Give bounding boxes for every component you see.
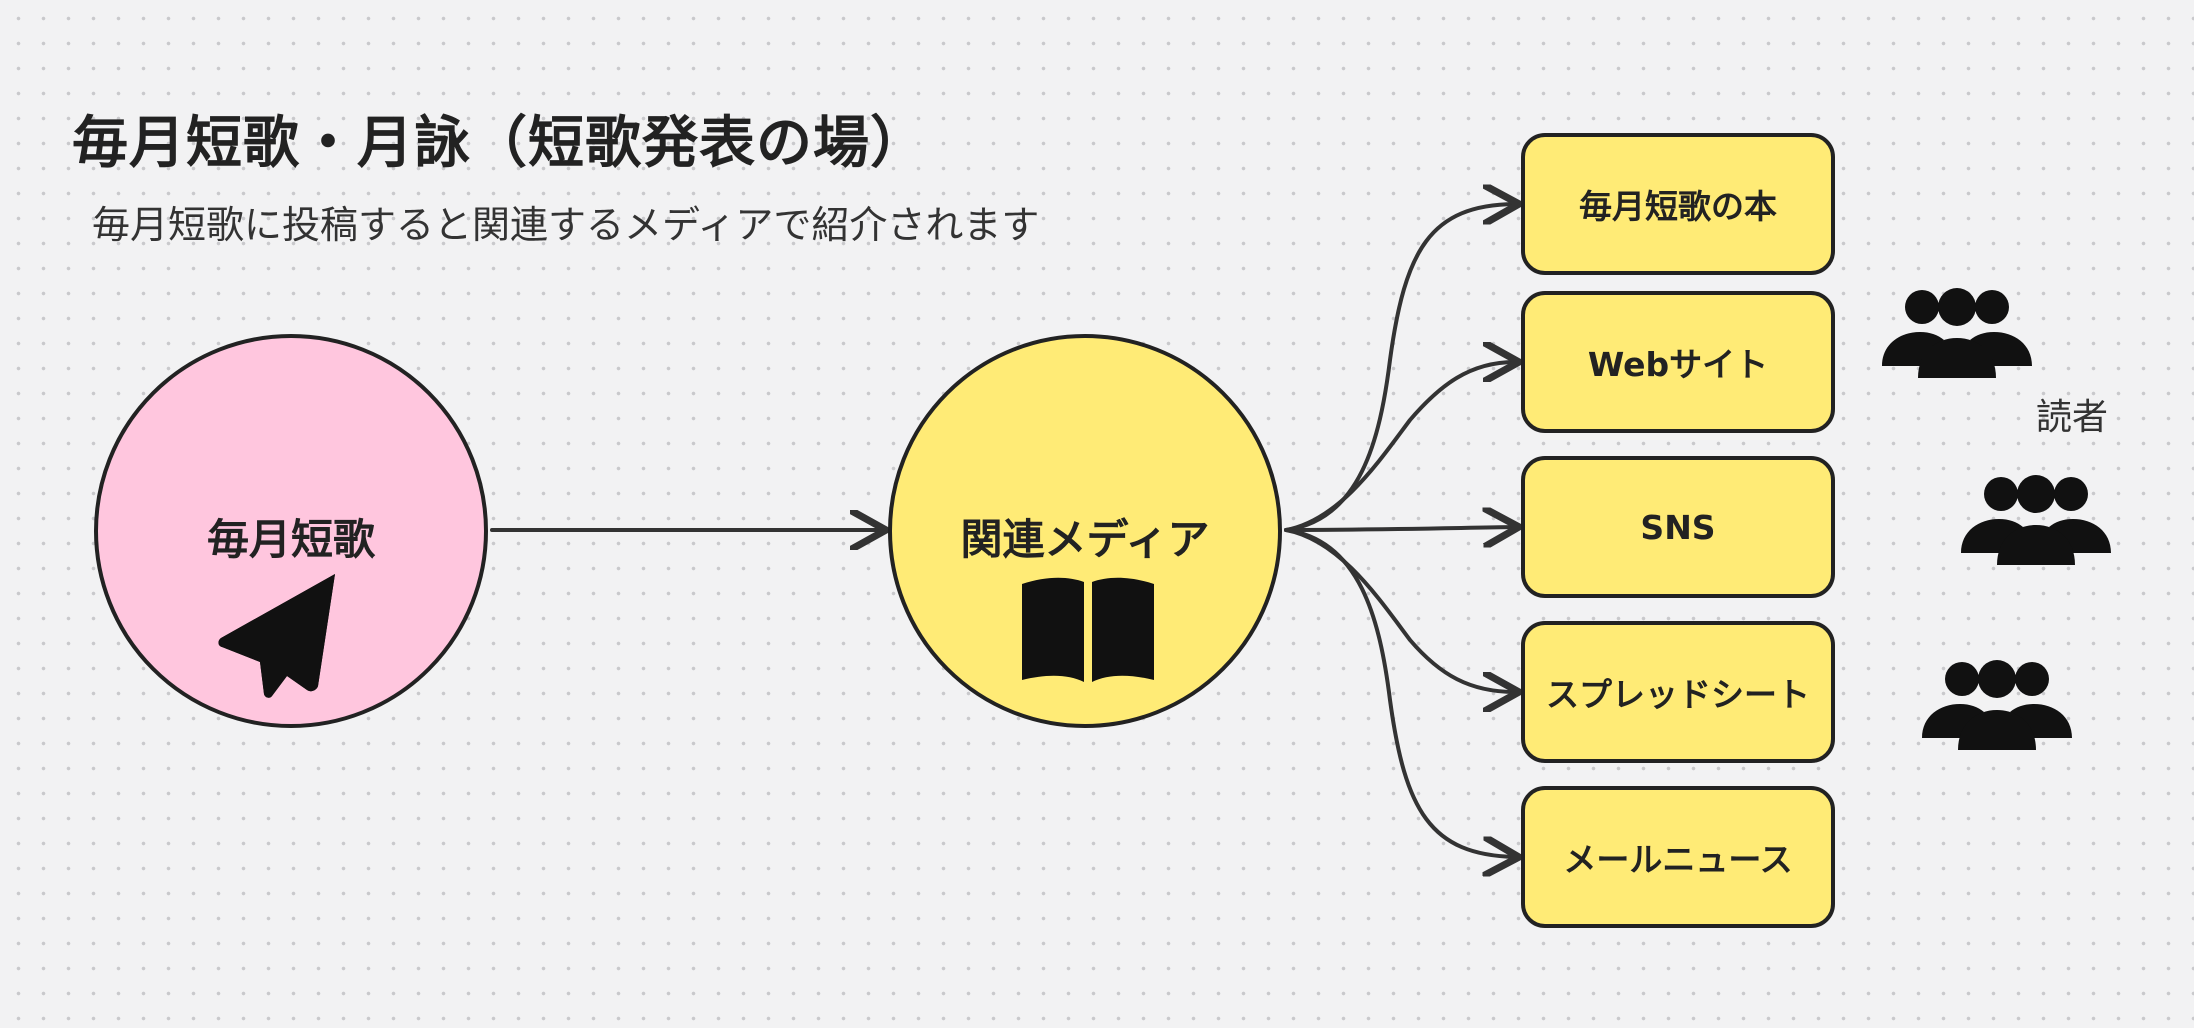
readers-label: 読者 — [2036, 397, 2109, 438]
arrow-media-to-sns — [1284, 527, 1515, 530]
diagram-title: 毎月短歌・月詠（短歌発表の場） — [72, 111, 927, 176]
output-box-mailnews: メールニュース — [1521, 786, 1835, 928]
people-group-icon — [1882, 288, 2032, 378]
arrow-media-to-website — [1284, 362, 1515, 532]
output-box-website: Webサイト — [1521, 291, 1835, 433]
paper-plane-icon — [218, 574, 335, 698]
arrow-media-to-spreadsheet — [1284, 528, 1515, 692]
source-node-label: 毎月短歌 — [206, 515, 375, 564]
source-node: 毎月短歌 — [94, 334, 488, 728]
people-group-icon — [1922, 660, 2072, 750]
people-group-icon — [1961, 475, 2111, 565]
output-box-sns: SNS — [1521, 456, 1835, 598]
diagram-subtitle: 毎月短歌に投稿すると関連するメディアで紹介されます — [92, 203, 1040, 247]
media-node: 関連メディア — [888, 334, 1282, 728]
arrow-media-to-mailnews — [1284, 528, 1515, 857]
output-box-spreadsheet: スプレッドシート — [1521, 621, 1835, 763]
open-book-icon — [1022, 577, 1154, 682]
output-box-book: 毎月短歌の本 — [1521, 133, 1835, 275]
media-node-label: 関連メディア — [960, 515, 1210, 564]
